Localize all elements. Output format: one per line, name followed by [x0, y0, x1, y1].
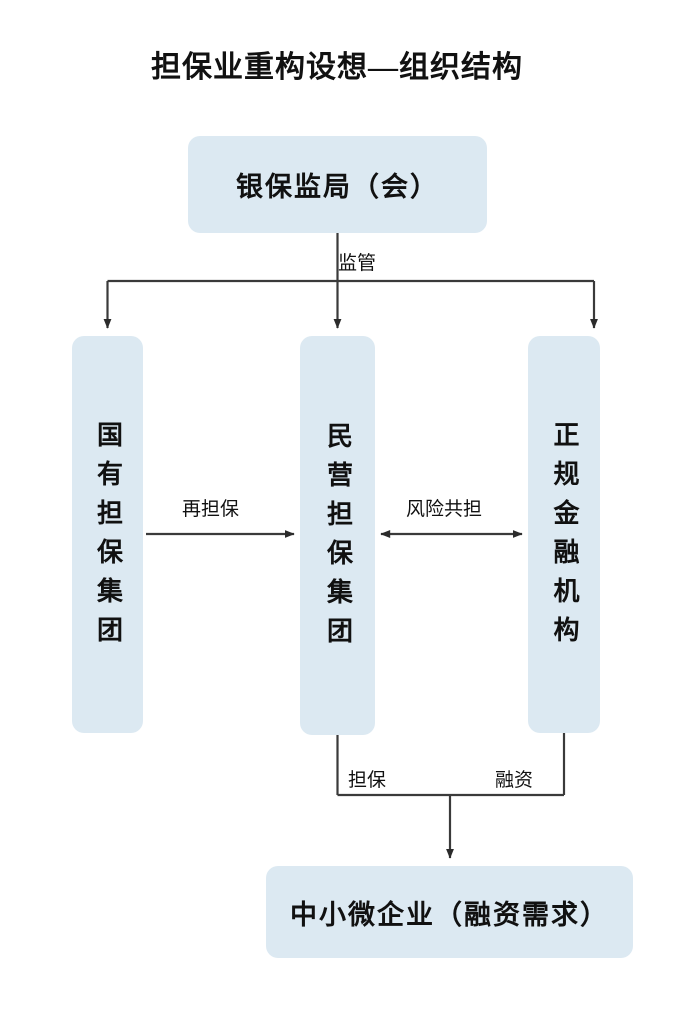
edge-label-guarantee: 担保 [348, 770, 387, 791]
node-financial-institution[interactable]: 正规金融机构 [528, 336, 600, 733]
edge-label-supervise: 监管 [338, 253, 377, 274]
page-title: 担保业重构设想—组织结构 [151, 51, 523, 84]
node-regulator[interactable]: 银保监局（会） [188, 136, 487, 233]
edge-label-re-guarantee: 再担保 [182, 499, 240, 520]
node-state-guarantee[interactable]: 国有担保集团 [72, 336, 143, 733]
node-sme[interactable]: 中小微企业（融资需求） [266, 866, 633, 958]
edge-label-risk-sharing: 风险共担 [406, 499, 483, 520]
edge-label-financing: 融资 [495, 770, 534, 791]
node-private-guarantee[interactable]: 民营担保集团 [300, 336, 375, 735]
